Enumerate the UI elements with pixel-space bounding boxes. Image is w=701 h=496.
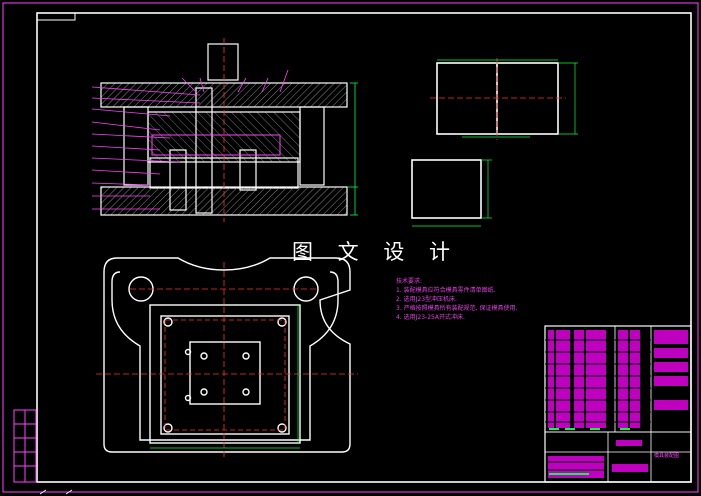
watermark-text: 图 文 设 计 bbox=[292, 240, 460, 264]
plan-view-dimensions bbox=[150, 305, 300, 449]
inner-border bbox=[36, 12, 692, 483]
section-detail-highlight bbox=[151, 134, 281, 156]
title-block bbox=[544, 325, 692, 483]
section-callouts-top bbox=[181, 69, 289, 93]
tech-requirement-line: 1. 装配模具应符合模具零件清单图纸. bbox=[396, 287, 496, 294]
part-view-side bbox=[411, 159, 482, 219]
part-view-top bbox=[436, 62, 559, 135]
plan-view-die-outline bbox=[164, 319, 286, 431]
tech-requirement-line: 3. 严格按照模具所有装配规范, 保证模具使用. bbox=[396, 305, 518, 312]
part-view-side-dimensions bbox=[412, 159, 492, 227]
section-dimensions bbox=[347, 82, 358, 216]
title-block-label: 模具装配图 bbox=[654, 453, 680, 459]
corner-marks bbox=[39, 489, 73, 495]
tech-requirements-title: 技术要求: bbox=[396, 278, 423, 285]
top-left-tab bbox=[36, 12, 76, 21]
tech-requirement-line: 4. 选用J23-25A开式冲床. bbox=[396, 314, 465, 321]
part-view-top-dimensions bbox=[437, 59, 578, 138]
tech-requirement-line: 2. 选用J23型冲压机床. bbox=[396, 296, 457, 303]
left-margin-table bbox=[13, 409, 37, 483]
plan-view bbox=[103, 257, 351, 453]
section-callouts-left bbox=[91, 86, 201, 210]
